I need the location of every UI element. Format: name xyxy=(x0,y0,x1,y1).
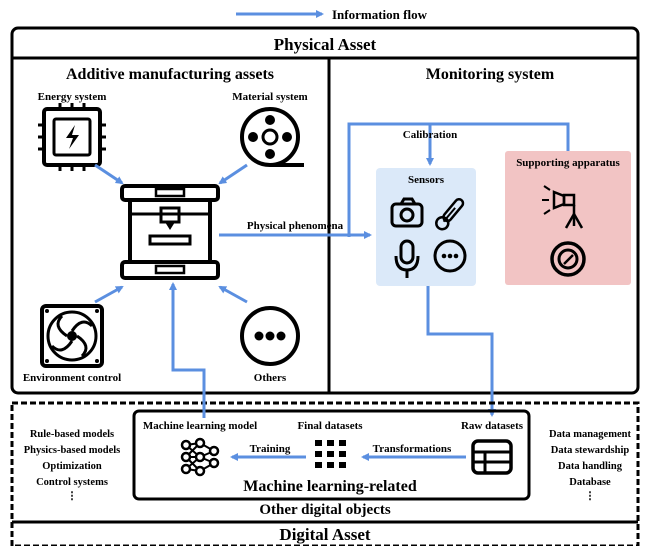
others-arrow xyxy=(218,285,248,304)
energy-label: Energy system xyxy=(38,91,107,103)
digital-left-list: Rule-based models Physics-based models O… xyxy=(24,429,121,502)
filament-spool-icon xyxy=(240,107,304,167)
physical-asset-box xyxy=(10,26,640,395)
lens-icon xyxy=(550,241,586,277)
right-list-item: Database xyxy=(569,477,611,488)
material-arrow xyxy=(218,163,248,185)
legend-label: Information flow xyxy=(332,7,428,22)
ml-related-box xyxy=(132,409,531,501)
sensors-label: Sensors xyxy=(408,174,445,186)
digital-asset-box xyxy=(10,401,640,546)
final-datasets-label: Final datasets xyxy=(297,420,363,432)
other-objects-title: Other digital objects xyxy=(259,502,391,518)
neural-network-icon xyxy=(180,437,220,477)
microphone-icon xyxy=(394,239,420,278)
chip-icon xyxy=(38,103,106,171)
camera-icon xyxy=(390,197,424,228)
right-list-item: ⋮ xyxy=(585,490,596,502)
left-list-item: Physics-based models xyxy=(24,445,121,456)
sensors-to-raw-arrow xyxy=(426,286,496,417)
energy-arrow xyxy=(94,163,124,185)
legend: Information flow xyxy=(236,7,428,22)
spotlight-icon xyxy=(542,185,584,229)
digital-right-list: Data management Data stewardship Data ha… xyxy=(549,429,631,502)
training-label: Training xyxy=(250,443,291,455)
left-list-item: ⋮ xyxy=(67,490,78,502)
more-icon xyxy=(240,306,300,366)
material-label: Material system xyxy=(232,91,307,103)
left-list-item: Control systems xyxy=(36,477,108,488)
am-title: Additive manufacturing assets xyxy=(66,66,274,83)
supporting-label: Supporting apparatus xyxy=(516,157,620,169)
table-icon xyxy=(471,439,513,475)
ml-feedback-arrow xyxy=(169,282,206,418)
right-list-item: Data stewardship xyxy=(551,445,630,456)
grid-icon xyxy=(315,440,346,468)
supporting-apparatus-box xyxy=(505,151,631,285)
physical-asset-title: Physical Asset xyxy=(274,35,377,54)
transformations-label: Transformations xyxy=(373,443,452,455)
monitoring-title: Monitoring system xyxy=(426,66,555,83)
fan-icon xyxy=(40,304,104,368)
left-list-item: Optimization xyxy=(42,461,102,472)
3d-printer-icon xyxy=(120,184,220,280)
right-list-item: Data management xyxy=(549,429,631,440)
environment-arrow xyxy=(94,285,124,304)
ml-related-title: Machine learning-related xyxy=(243,478,417,495)
sensor-more-icon xyxy=(433,239,467,273)
thermometer-icon xyxy=(435,198,465,231)
digital-asset-title: Digital Asset xyxy=(279,525,370,544)
right-list-item: Data handling xyxy=(558,461,623,472)
raw-datasets-label: Raw datasets xyxy=(461,420,524,432)
phenomena-label: Physical phenomena xyxy=(247,220,344,232)
left-list-item: Rule-based models xyxy=(30,429,114,440)
calibration-loop xyxy=(347,122,570,237)
others-label: Others xyxy=(254,372,287,384)
environment-label: Environment control xyxy=(23,372,121,384)
calibration-label: Calibration xyxy=(403,129,457,141)
ml-model-label: Machine learning model xyxy=(143,420,257,432)
